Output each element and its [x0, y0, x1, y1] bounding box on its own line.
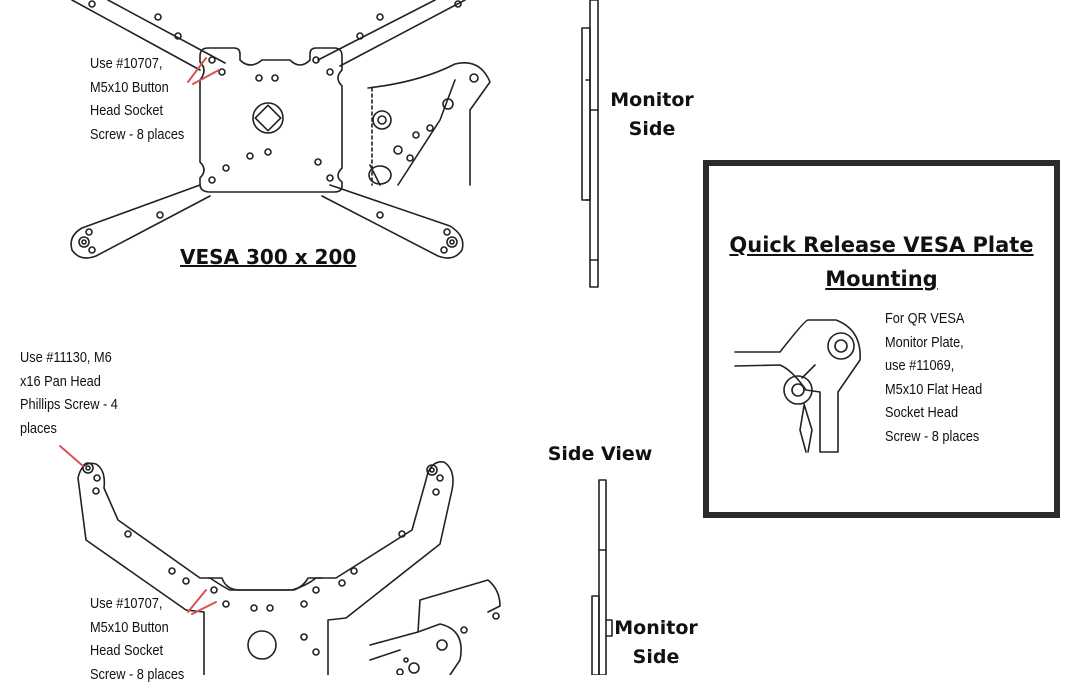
qr-note-line-1: For QR VESA — [885, 308, 982, 332]
vesa-300x200-title: VESA 300 x 200 — [180, 245, 356, 269]
top-screw-note-line-2: M5x10 Button — [90, 77, 184, 101]
side-view-label: Side View — [540, 440, 660, 469]
bottom-screw-note-line-2: M5x10 Button — [90, 617, 184, 641]
qr-note-line-5: Socket Head — [885, 402, 982, 426]
quick-release-info-box: Quick Release VESA Plate Mounting For QR… — [703, 160, 1060, 518]
qr-note-line-3: use #11069, — [885, 355, 982, 379]
bottom-m6-screw-note: Use #11130, M6 x16 Pan Head Phillips Scr… — [20, 347, 118, 441]
bottom-screw-note: Use #10707, M5x10 Button Head Socket Scr… — [90, 593, 184, 687]
quick-release-title-line-2: Mounting — [709, 262, 1054, 296]
top-screw-note-line-4: Screw - 8 places — [90, 124, 184, 148]
bottom-bracket-detail — [370, 580, 500, 675]
bottom-m6-note-line-4: places — [20, 418, 118, 442]
bottom-monitor-side-line-2: Side — [606, 643, 706, 672]
qr-note-line-4: M5x10 Flat Head — [885, 379, 982, 403]
quick-release-title-line-1: Quick Release VESA Plate — [709, 228, 1054, 262]
bottom-screw-note-line-1: Use #10707, — [90, 593, 184, 617]
top-side-view-profile — [582, 0, 598, 287]
top-monitor-side-line-2: Side — [602, 115, 702, 144]
top-screw-note-line-1: Use #10707, — [90, 53, 184, 77]
bottom-monitor-side-line-1: Monitor — [606, 614, 706, 643]
bottom-m6-note-line-3: Phillips Screw - 4 — [20, 394, 118, 418]
quick-release-title: Quick Release VESA Plate Mounting — [709, 228, 1054, 296]
qr-note-line-2: Monitor Plate, — [885, 332, 982, 356]
bottom-m6-note-line-2: x16 Pan Head — [20, 371, 118, 395]
bottom-monitor-side-label: Monitor Side — [606, 614, 706, 672]
qr-note-line-6: Screw - 8 places — [885, 426, 982, 450]
top-screw-note-line-3: Head Socket — [90, 100, 184, 124]
quick-release-screw-note: For QR VESA Monitor Plate, use #11069, M… — [885, 308, 982, 449]
bottom-m6-note-line-1: Use #11130, M6 — [20, 347, 118, 371]
bottom-screw-note-line-3: Head Socket — [90, 640, 184, 664]
bottom-screw-note-line-4: Screw - 8 places — [90, 664, 184, 687]
top-monitor-side-label: Monitor Side — [602, 86, 702, 144]
side-view-text: Side View — [540, 440, 660, 469]
top-screw-note: Use #10707, M5x10 Button Head Socket Scr… — [90, 53, 184, 147]
top-bracket-detail — [368, 63, 490, 185]
top-monitor-side-line-1: Monitor — [602, 86, 702, 115]
